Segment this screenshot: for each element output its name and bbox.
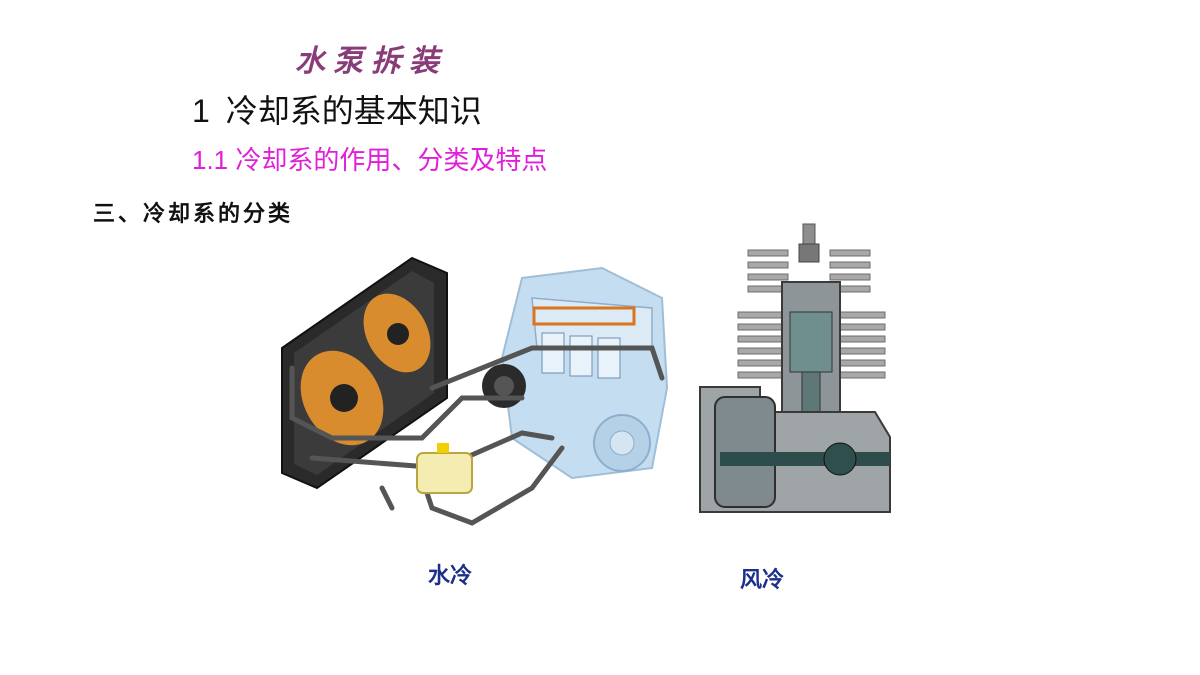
- slide-title: 水泵拆装: [295, 44, 447, 79]
- crankcase: [699, 386, 891, 513]
- heading-number: 1: [192, 93, 210, 129]
- cooling-fins: [737, 249, 886, 379]
- cylinder-body: [781, 281, 841, 433]
- subheading: 1.1 冷却系的作用、分类及特点: [192, 145, 548, 175]
- heading: 1 冷却系的基本知识: [192, 86, 482, 132]
- water-pump: [482, 364, 526, 408]
- radiator: [281, 256, 448, 490]
- air-cooling-illustration: [699, 223, 891, 513]
- caption-air-cooling: 风冷: [740, 567, 785, 593]
- section-heading: 三、冷却系的分类: [93, 202, 294, 227]
- caption-water-cooling: 水冷: [428, 563, 473, 589]
- coolant-hoses: [289, 345, 665, 526]
- water-cooling-illustration: [281, 256, 669, 526]
- spark-plug: [798, 223, 820, 263]
- heading-text: 冷却系的基本知识: [225, 93, 482, 129]
- expansion-tank: [416, 443, 473, 494]
